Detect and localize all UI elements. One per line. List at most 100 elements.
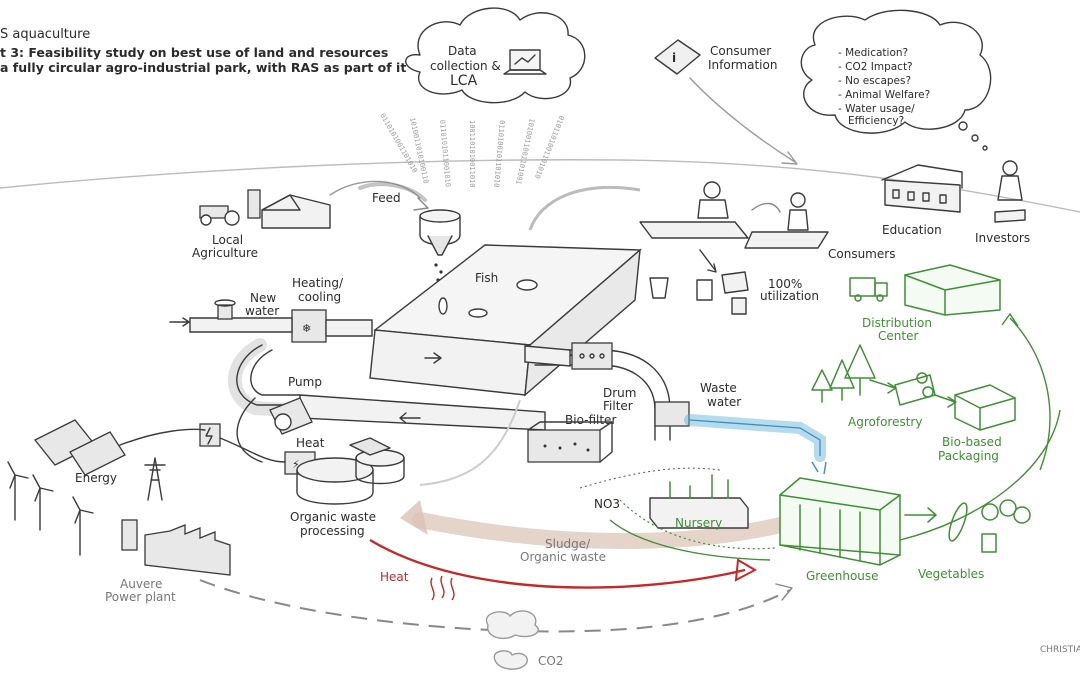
svg-text:0110101011001010: 0110101011001010 bbox=[438, 119, 452, 187]
questions-bubble: - Medication? - CO2 Impact? - No escapes… bbox=[800, 9, 992, 151]
power-pylon-icon bbox=[144, 457, 166, 501]
data-collection-cloud: Data collection & LCA bbox=[405, 7, 586, 104]
header: S aquaculture t 3: Feasibility study on … bbox=[0, 27, 406, 75]
agroforestry: Agroforestry bbox=[811, 344, 957, 429]
fish-label: Fish bbox=[475, 271, 498, 285]
question-2: - CO2 Impact? bbox=[838, 61, 913, 73]
info-book-icon: i bbox=[654, 39, 701, 75]
grey-return-arrows bbox=[419, 185, 641, 486]
snowflake-icon: ❄ bbox=[302, 322, 311, 335]
data-stream-lines: 0110101001101010 1010011010100110 011010… bbox=[378, 112, 565, 188]
cloud-line3: LCA bbox=[450, 73, 478, 89]
svg-text:i: i bbox=[672, 51, 676, 65]
investors: Investors bbox=[975, 160, 1030, 245]
solar-panel-icon bbox=[33, 419, 126, 476]
bio-filter: Bio-filter bbox=[527, 413, 616, 463]
heat-waves-icon bbox=[430, 575, 455, 601]
waste-water-outlet: Waste water bbox=[654, 381, 827, 475]
heat-small-label: Heat bbox=[296, 436, 325, 450]
heat-flow: Heat bbox=[369, 538, 758, 601]
svg-text:1001101010011010: 1001101010011010 bbox=[468, 120, 476, 187]
laptop-icon bbox=[503, 49, 547, 75]
bio-packaging: Bio-based Packaging bbox=[938, 384, 1016, 463]
svg-text:0110100101101010: 0110100101101010 bbox=[492, 120, 506, 188]
agroforestry-label: Agroforestry bbox=[848, 415, 922, 429]
consumers-label: Consumers bbox=[828, 247, 895, 261]
organic-waste-processing: Organic waste processing bbox=[290, 437, 405, 538]
drum-filter: Drum Filter bbox=[571, 342, 636, 413]
education-label: Education bbox=[882, 223, 942, 237]
cloud-line1: Data bbox=[448, 44, 477, 58]
signature: CHRISTIA bbox=[1040, 645, 1080, 655]
consumer-info-line1: Consumer bbox=[710, 44, 771, 58]
distribution-line2: Center bbox=[878, 329, 918, 343]
distribution-center: Distribution Center bbox=[849, 264, 1001, 343]
heating-line2: cooling bbox=[298, 290, 341, 304]
pump-label: Pump bbox=[288, 375, 322, 389]
pump: Pump bbox=[269, 375, 322, 435]
distribution-line1: Distribution bbox=[862, 316, 932, 330]
conveyor-icon bbox=[639, 181, 749, 239]
waste-line1: Waste bbox=[700, 381, 737, 395]
nursery: NO3 Nursery bbox=[579, 467, 776, 561]
fish-tank: Fish bbox=[369, 244, 642, 397]
drum-line1: Drum bbox=[603, 386, 636, 400]
fish-icon bbox=[438, 279, 538, 318]
energy-sources: Energy bbox=[7, 419, 286, 556]
waste-bins-icon bbox=[649, 249, 749, 315]
new-water-line2: water bbox=[245, 304, 279, 318]
power-line2: Power plant bbox=[105, 590, 176, 604]
greenhouse-label: Greenhouse bbox=[806, 569, 879, 583]
feed-hopper: Feed bbox=[358, 182, 461, 282]
power-line1: Auvere bbox=[120, 577, 162, 591]
green-flow-arrows bbox=[899, 312, 1061, 541]
greenhouse: Greenhouse bbox=[779, 477, 901, 583]
tractor-icon bbox=[199, 205, 240, 226]
energy-label: Energy bbox=[75, 471, 117, 485]
svg-text:0101101001101010: 0101101001101010 bbox=[533, 114, 566, 180]
co2-label: CO2 bbox=[538, 654, 563, 668]
sludge-line1: Sludge/ bbox=[545, 537, 591, 551]
vegetables-label: Vegetables bbox=[918, 567, 984, 581]
question-1: - Medication? bbox=[838, 47, 908, 59]
diner-icon bbox=[744, 192, 829, 249]
drum-line2: Filter bbox=[603, 399, 633, 413]
utilization-line1: 100% bbox=[768, 277, 802, 291]
organic-line2: processing bbox=[300, 524, 365, 538]
vegetables: Vegetables bbox=[904, 499, 1031, 581]
biofilter-label: Bio-filter bbox=[565, 413, 616, 427]
question-4: - Animal Welfare? bbox=[838, 89, 930, 101]
header-line3: a fully circular agro-industrial park, w… bbox=[0, 60, 406, 75]
new-water-line1: New bbox=[250, 291, 276, 305]
organic-line1: Organic waste bbox=[290, 510, 376, 524]
consumer-information: i Consumer Information bbox=[654, 39, 798, 165]
local-agriculture: Local Agriculture bbox=[192, 180, 421, 260]
investors-label: Investors bbox=[975, 231, 1030, 245]
consumers: Consumers 100% utilization bbox=[639, 181, 895, 315]
nursery-label: Nursery bbox=[675, 516, 722, 530]
lightning-icon: ⚡ bbox=[292, 458, 300, 471]
question-3: - No escapes? bbox=[838, 75, 911, 87]
packaging-line2: Packaging bbox=[938, 449, 999, 463]
heating-line1: Heating/ bbox=[292, 276, 344, 290]
local-agri-line2: Agriculture bbox=[192, 246, 258, 260]
vegetable-icons bbox=[948, 499, 1031, 553]
power-plant: Auvere Power plant bbox=[105, 519, 231, 604]
co2-flow: CO2 bbox=[199, 579, 793, 670]
packaging-line1: Bio-based bbox=[942, 435, 1002, 449]
farm-barn-icon bbox=[247, 189, 331, 229]
no3-label: NO3 bbox=[594, 497, 620, 511]
feed-label: Feed bbox=[372, 191, 401, 205]
truck-icon bbox=[849, 277, 888, 302]
svg-text:1010011001101001: 1010011001101001 bbox=[514, 118, 536, 186]
header-line2: t 3: Feasibility study on best use of la… bbox=[0, 45, 388, 60]
education: Education bbox=[881, 164, 963, 237]
local-agri-line1: Local bbox=[212, 233, 243, 247]
recirculation-pipes bbox=[227, 319, 671, 463]
tree-icons bbox=[811, 344, 876, 403]
question-list: - Medication? - CO2 Impact? - No escapes… bbox=[838, 47, 930, 127]
question-5: - Water usage/ bbox=[838, 103, 915, 115]
waste-line2: water bbox=[707, 395, 741, 409]
heat-red-label: Heat bbox=[380, 570, 409, 584]
